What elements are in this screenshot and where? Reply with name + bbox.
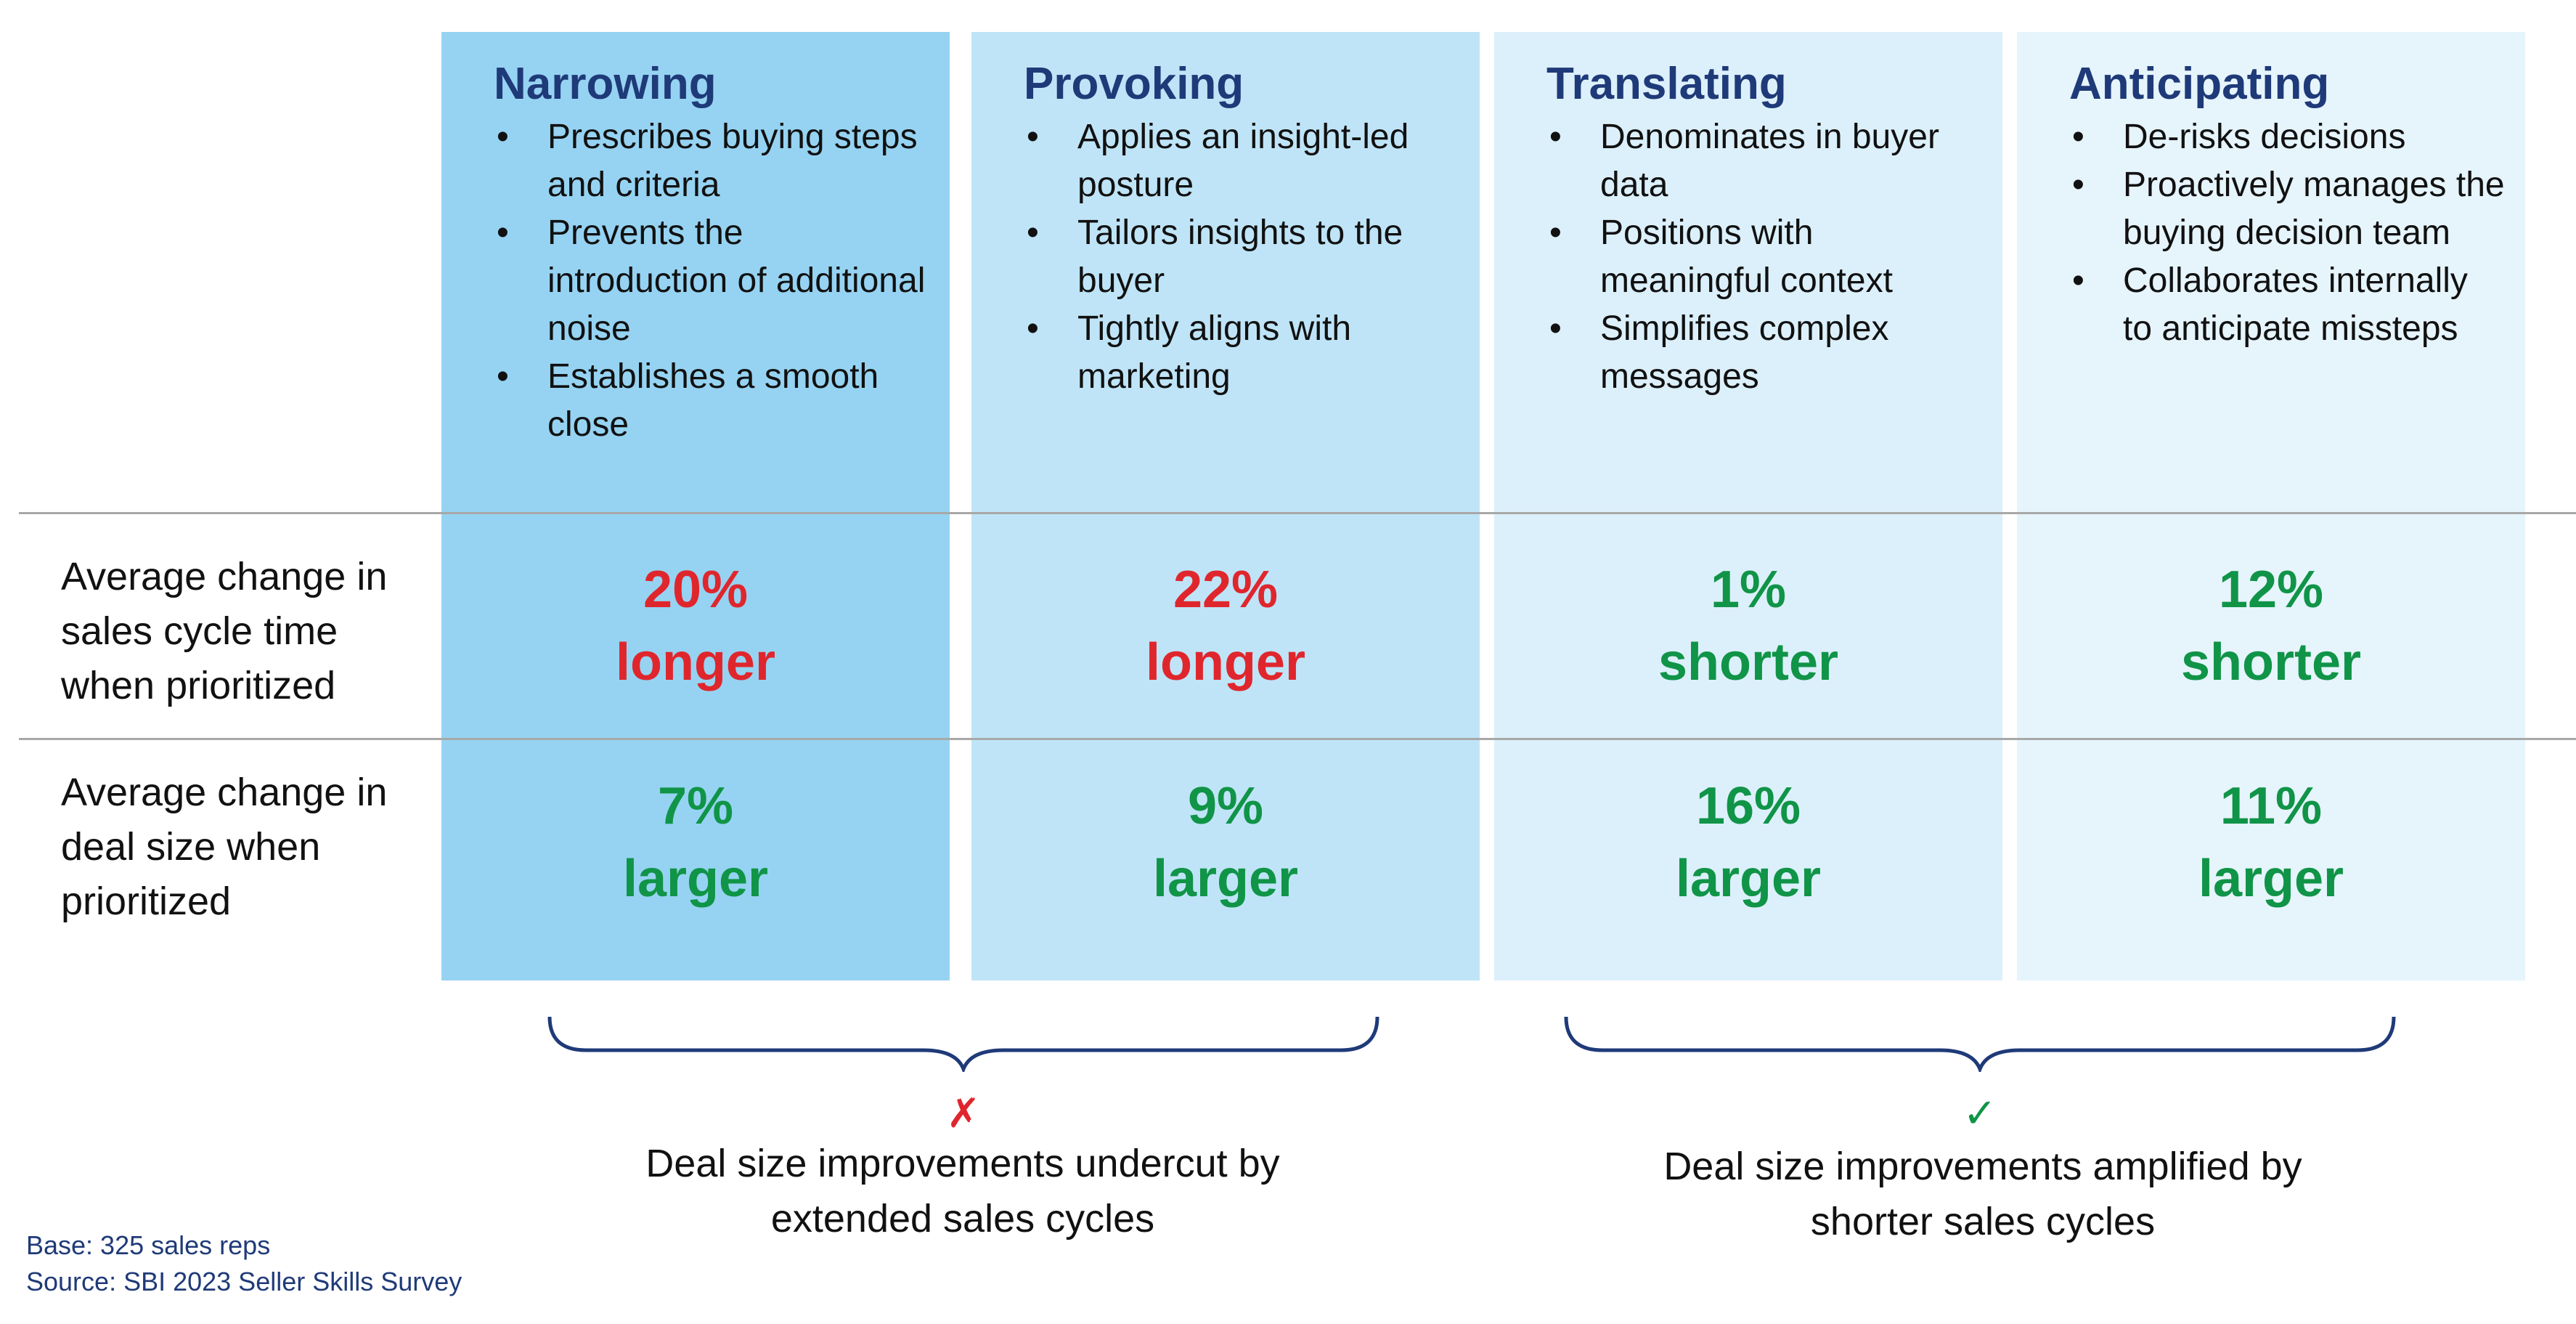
stat-percent: 16%	[1695, 777, 1801, 835]
stat-word: larger	[1675, 850, 1822, 908]
row-divider-middle	[19, 738, 2576, 740]
stat-word: shorter	[1658, 633, 1839, 691]
stat-word: larger	[2198, 850, 2344, 908]
stat-percent: 9%	[1187, 777, 1264, 835]
row-label-deal-size: Average change in deal size when priorit…	[61, 771, 388, 923]
bullet-item: Tailors insights to the buyer	[1024, 209, 1459, 305]
column-title-provoking: Provoking	[1024, 59, 1244, 109]
bullet-item: Collaborates internally to anticipate mi…	[2069, 257, 2505, 353]
column-translating: Translating Denominates in buyer data Po…	[1494, 32, 2002, 980]
row-label-sales-cycle: Average change in sales cycle time when …	[61, 555, 388, 707]
cycle-stat-provoking: 22% longer	[971, 553, 1480, 699]
bullet-list-anticipating: De-risks decisions Proactively manages t…	[2069, 113, 2505, 353]
cycle-stat-anticipating: 12% shorter	[2017, 553, 2525, 699]
stat-percent: 1%	[1710, 561, 1787, 619]
stat-percent: 12%	[2218, 561, 2324, 619]
stat-percent: 20%	[643, 561, 749, 619]
bullet-item: Prescribes buying steps and criteria	[494, 113, 929, 209]
stat-percent: 22%	[1173, 561, 1279, 619]
bullet-item: De-risks decisions	[2069, 113, 2505, 161]
deal-stat-translating: 16% larger	[1494, 770, 2002, 915]
column-provoking: Provoking Applies an insight-led posture…	[971, 32, 1480, 980]
stat-percent: 7%	[657, 777, 734, 835]
footer-source: Source: SBI 2023 Seller Skills Survey	[26, 1267, 462, 1296]
check-mark-icon: ✓	[1962, 1090, 1997, 1136]
stat-word: larger	[1152, 850, 1299, 908]
footer-base: Base: 325 sales reps	[26, 1230, 271, 1260]
bullet-item: Proactively manages the buying decision …	[2069, 161, 2505, 257]
stat-word: larger	[622, 850, 769, 908]
stat-word: longer	[1145, 633, 1305, 691]
brace-left-icon	[547, 1016, 1379, 1072]
column-anticipating: Anticipating De-risks decisions Proactiv…	[2017, 32, 2525, 980]
brace-right-icon	[1564, 1016, 2396, 1072]
cycle-stat-translating: 1% shorter	[1494, 553, 2002, 699]
cross-mark-icon: ✗	[946, 1090, 981, 1136]
deal-stat-anticipating: 11% larger	[2017, 770, 2525, 915]
caption-right: Deal size improvements amplified by shor…	[1663, 1145, 2302, 1243]
caption-left: Deal size improvements undercut by exten…	[645, 1142, 1280, 1240]
column-title-anticipating: Anticipating	[2069, 59, 2330, 109]
column-title-narrowing: Narrowing	[494, 59, 717, 109]
bullet-list-translating: Denominates in buyer data Positions with…	[1546, 113, 1982, 401]
bullet-item: Prevents the introduction of additional …	[494, 209, 929, 353]
stat-percent: 11%	[2220, 777, 2323, 835]
bullet-item: Simplifies complex messages	[1546, 305, 1982, 401]
deal-stat-narrowing: 7% larger	[441, 770, 950, 915]
bullet-item: Tightly aligns with marketing	[1024, 305, 1459, 401]
bullet-list-provoking: Applies an insight-led posture Tailors i…	[1024, 113, 1459, 401]
deal-stat-provoking: 9% larger	[971, 770, 1480, 915]
bullet-item: Establishes a smooth close	[494, 353, 929, 449]
bullet-item: Positions with meaningful context	[1546, 209, 1982, 305]
stat-word: longer	[615, 633, 775, 691]
column-title-translating: Translating	[1546, 59, 1787, 109]
cycle-stat-narrowing: 20% longer	[441, 553, 950, 699]
bullet-item: Applies an insight-led posture	[1024, 113, 1459, 209]
row-divider-top	[19, 512, 2576, 514]
column-narrowing: Narrowing Prescribes buying steps and cr…	[441, 32, 950, 980]
bullet-item: Denominates in buyer data	[1546, 113, 1982, 209]
bullet-list-narrowing: Prescribes buying steps and criteria Pre…	[494, 113, 929, 449]
stat-word: shorter	[2180, 633, 2362, 691]
